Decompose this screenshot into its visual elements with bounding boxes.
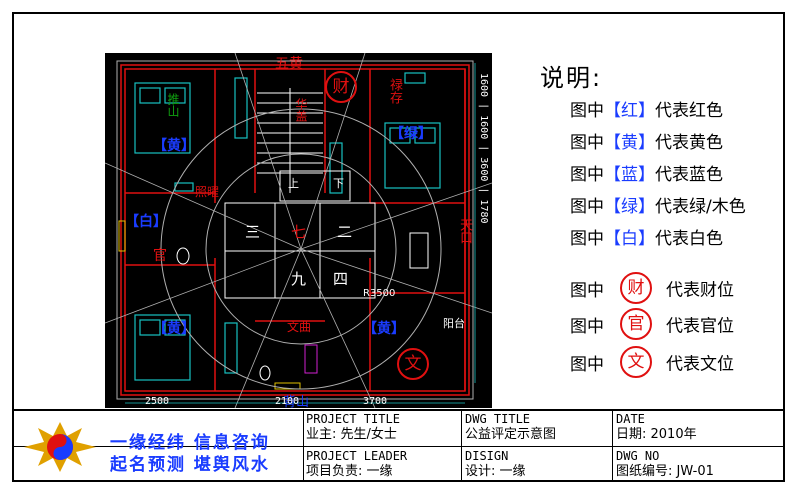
lu-cun-label: 禄存 — [387, 78, 402, 104]
legend-row-description: 代表红色 — [655, 101, 723, 121]
legend-seal-row: 图中官代表官位 — [570, 308, 734, 340]
huang-mid-label: 【黄】 — [363, 321, 405, 337]
legend-row-color-tag: 【黄】 — [604, 133, 655, 153]
tian-kou-label: 天口 — [457, 218, 472, 244]
legend-row-prefix: 图中 — [570, 165, 604, 185]
date-value: 日期: 2010年 — [616, 427, 697, 442]
title-block-divider-v1 — [303, 409, 304, 482]
dim-bottom-mid2: 2100 — [275, 396, 300, 407]
lu-text: 绿 — [404, 126, 418, 142]
dwg-no-value: 图纸编号: JW-01 — [616, 464, 714, 479]
project-title-label: PROJECT TITLE — [306, 412, 400, 426]
grid-qi: 七 — [291, 223, 307, 241]
dwg-title-value: 公益评定示意图 — [465, 427, 557, 442]
dim-bottom-mid: 3700 — [363, 396, 388, 407]
zhao-yao-label: 照曜 — [195, 185, 220, 199]
lu-label: 【绿】 — [390, 126, 432, 142]
date-label: DATE — [616, 412, 645, 426]
legend-row: 图中【白】代表白色 — [570, 224, 723, 249]
project-title-value: 业主: 先生/女士 — [306, 427, 397, 442]
floor-plan-svg — [105, 53, 492, 408]
legend-row-prefix: 图中 — [570, 197, 604, 217]
huang-top-label: 【黄】 — [153, 138, 195, 154]
legend-row: 图中【黄】代表黄色 — [570, 128, 723, 153]
huang-top-text: 黄 — [167, 138, 181, 154]
slogan-line2: 起名预测 堪舆风水 — [110, 455, 270, 475]
legend-row: 图中【红】代表红色 — [570, 96, 723, 121]
floor-plan: 财 五黄 禄存 【绿】 【黄】 【白】 官 【黄】 【黄】 文 天口 照曜 文曲… — [105, 53, 492, 408]
grid-jiu: 九 — [291, 270, 307, 288]
guan-label: 官 — [153, 248, 167, 264]
design-label: DISIGN — [465, 449, 509, 463]
legend-row: 图中【绿】代表绿/木色 — [570, 192, 746, 217]
legend-seal-row: 图中文代表文位 — [570, 346, 734, 378]
wen-seal-text: 文 — [404, 354, 422, 374]
legend-row-prefix: 图中 — [570, 133, 604, 153]
legend-title: 说明: — [540, 64, 603, 92]
huang-bottom-label: 【黄】 — [153, 321, 195, 337]
legend-seal-row-prefix: 图中 — [570, 354, 604, 375]
legend-row: 图中【蓝】代表蓝色 — [570, 160, 723, 185]
bei-shan-label: 背山 — [283, 395, 310, 408]
legend-seal-row-prefix: 图中 — [570, 280, 604, 301]
legend-row-prefix: 图中 — [570, 229, 604, 249]
dim-right: 1600 | 1600 | 3600 | 1780 — [478, 73, 489, 224]
grid-san: 三 — [245, 223, 261, 241]
wen-qu-label: 文曲 — [287, 320, 312, 334]
legend-seal-row: 图中财代表财位 — [570, 272, 734, 304]
project-leader-label: PROJECT LEADER — [306, 449, 408, 463]
title-block-divider-v3 — [612, 409, 613, 482]
dim-bottom-left: 2500 — [145, 396, 170, 407]
taiji-logo-icon — [24, 422, 96, 472]
legend-seal-row-description: 代表官位 — [666, 316, 734, 337]
bai-left-label: 【白】 — [125, 214, 167, 230]
title-block-divider-v2 — [461, 409, 462, 482]
slogan-line1: 一缘经纬 信息咨询 — [110, 433, 270, 453]
legend-row-color-tag: 【蓝】 — [604, 165, 655, 185]
dwg-title-label: DWG TITLE — [465, 412, 531, 426]
legend-row-prefix: 图中 — [570, 101, 604, 121]
project-leader-value: 项目负责: 一缘 — [306, 464, 393, 479]
title-block-divider-h — [12, 446, 785, 447]
shang-label: 上 — [288, 177, 299, 190]
title-block — [12, 409, 785, 484]
tui-shan-label: 推山 — [166, 93, 180, 117]
legend-seal-icon: 官 — [620, 308, 652, 340]
hua-gai-label: 华盖 — [294, 98, 308, 122]
legend-row-description: 代表黄色 — [655, 133, 723, 153]
grid-si: 四 — [333, 270, 349, 288]
radius-label: R3500 — [363, 288, 396, 299]
xia-label: 下 — [333, 177, 344, 190]
legend-seal-row-prefix: 图中 — [570, 316, 604, 337]
huang-bottom-text: 黄 — [167, 321, 181, 337]
design-value: 设计: 一缘 — [465, 464, 526, 479]
grid-er: 二 — [337, 223, 353, 241]
wen-seal: 文 — [397, 348, 429, 380]
bai-left-text: 白 — [139, 214, 153, 230]
cai-seal-text: 财 — [332, 77, 350, 97]
drawing-border — [12, 12, 785, 482]
legend-row-description: 代表白色 — [655, 229, 723, 249]
legend-row-description: 代表绿/木色 — [655, 197, 746, 217]
legend-row-color-tag: 【白】 — [604, 229, 655, 249]
yang-tai-label: 阳台 — [443, 317, 465, 330]
legend-row-description: 代表蓝色 — [655, 165, 723, 185]
wu-huang-label: 五黄 — [275, 56, 303, 72]
legend-seal-row-description: 代表财位 — [666, 280, 734, 301]
legend-seal-icon: 财 — [620, 272, 652, 304]
legend-row-color-tag: 【红】 — [604, 101, 655, 121]
legend-seal-row-description: 代表文位 — [666, 354, 734, 375]
legend-seal-icon: 文 — [620, 346, 652, 378]
cai-seal: 财 — [325, 71, 357, 103]
dwg-no-label: DWG NO — [616, 449, 660, 463]
legend-row-color-tag: 【绿】 — [604, 197, 655, 217]
huang-mid-text: 黄 — [377, 321, 391, 337]
